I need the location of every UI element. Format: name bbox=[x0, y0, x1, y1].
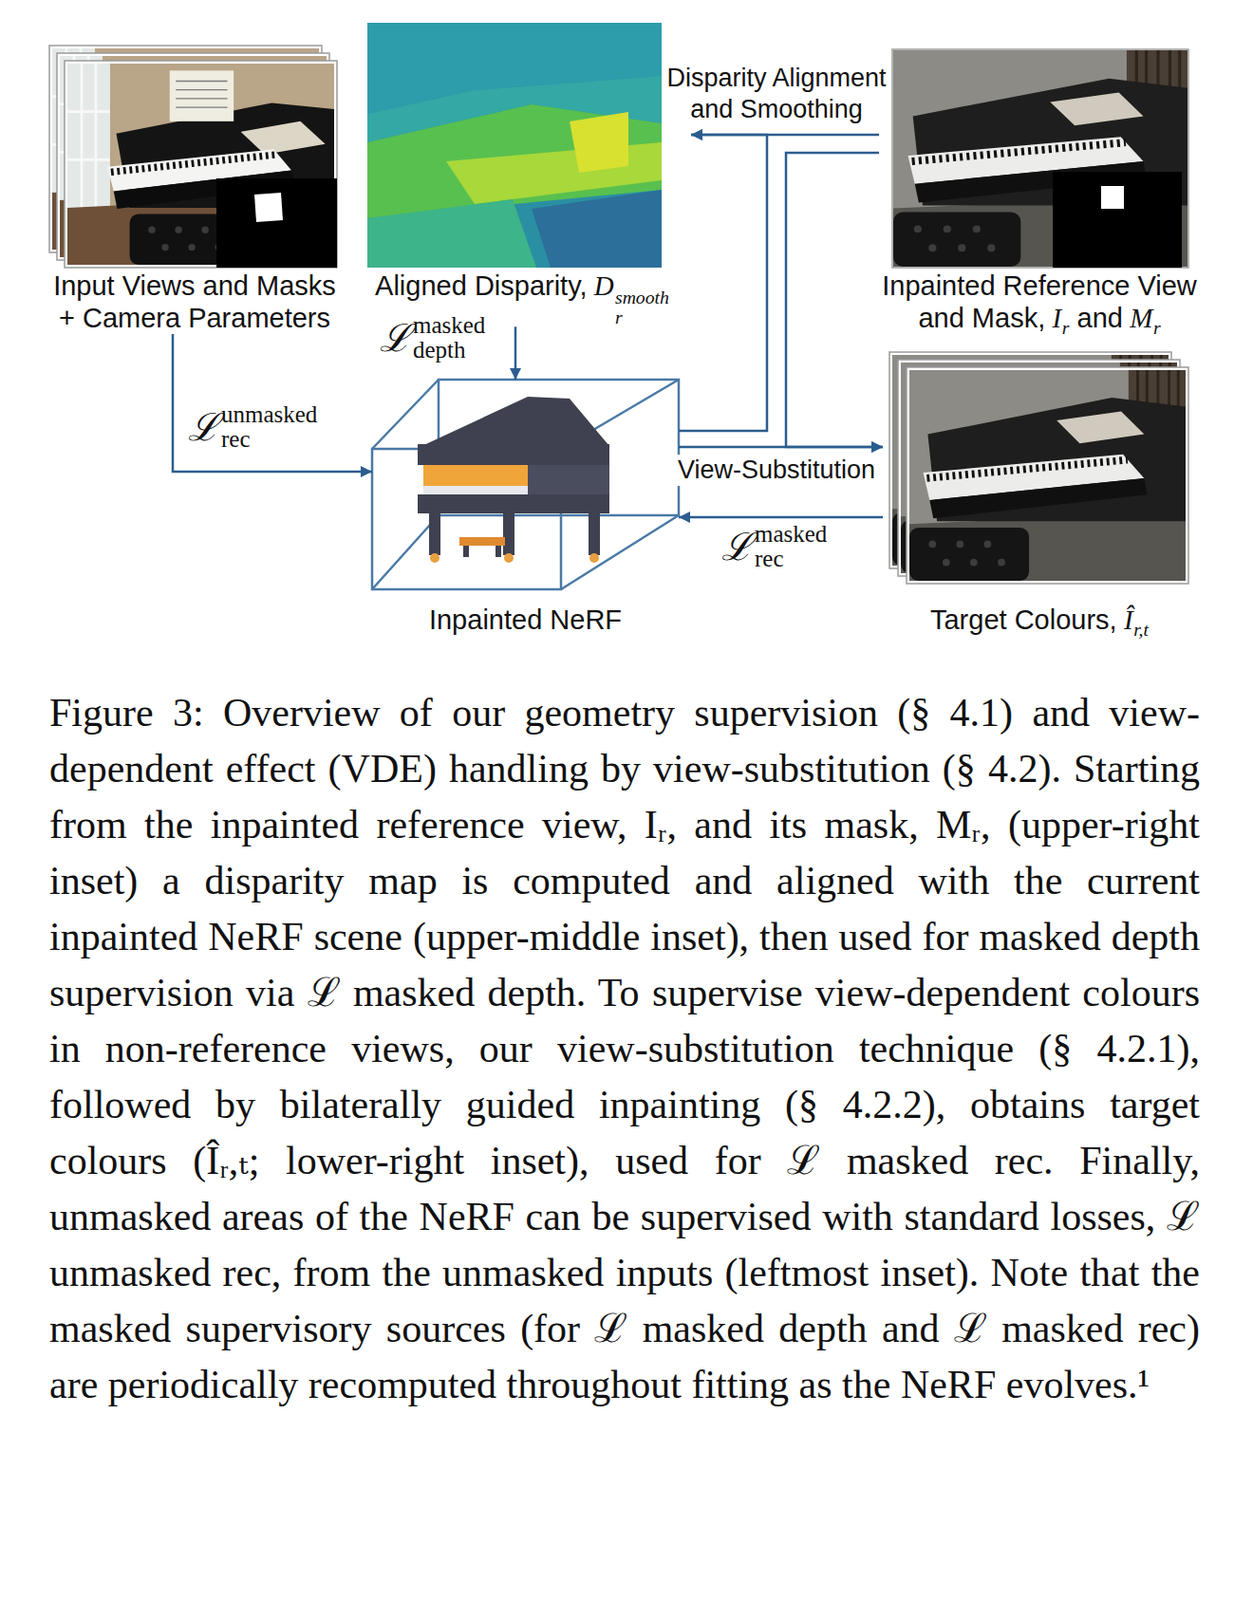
nerf-cube bbox=[372, 379, 679, 590]
photo-frame bbox=[906, 367, 1189, 584]
script-stack: maskeddepth bbox=[412, 313, 486, 364]
math-variable: Î bbox=[1123, 604, 1134, 636]
piano-leg bbox=[503, 513, 515, 556]
node-box: Inpainted NeRF bbox=[372, 379, 679, 636]
loss-label: ℒmaskeddepth bbox=[377, 313, 487, 364]
mask-region bbox=[1101, 186, 1124, 209]
math-variable: I bbox=[1051, 302, 1062, 334]
piano-leg bbox=[588, 513, 600, 556]
node-label: and bbox=[1077, 302, 1123, 334]
subscript: r bbox=[1153, 317, 1161, 338]
connector-arrow bbox=[678, 516, 883, 520]
loss-symbol: ℒ bbox=[721, 524, 753, 569]
key-cover bbox=[423, 465, 528, 487]
caption-text: Figure 3: Overview of our geometry super… bbox=[49, 691, 1200, 1407]
script-stack: unmaskedrec bbox=[221, 402, 318, 453]
node-box: Input Views and Masks + Camera Parameter… bbox=[47, 41, 342, 335]
bench-leg bbox=[495, 545, 502, 558]
cube-edges bbox=[372, 379, 679, 590]
subscript: r bbox=[615, 307, 670, 328]
connector-arrow bbox=[172, 334, 373, 472]
node-label: Input Views and Masks + Camera Parameter… bbox=[53, 270, 337, 334]
subscript: rec bbox=[754, 546, 827, 572]
edge-label: View-Substitution bbox=[666, 454, 887, 487]
subscript: r,t bbox=[1133, 618, 1149, 640]
reference-view bbox=[892, 49, 1189, 268]
connector-arrow bbox=[514, 326, 518, 380]
disparity-region bbox=[367, 199, 537, 268]
subscript: r bbox=[1062, 317, 1070, 338]
node-caption: Inpainted NeRF bbox=[372, 603, 679, 636]
piano-case bbox=[417, 494, 610, 514]
figure-caption: Figure 3: Overview of our geometry super… bbox=[49, 685, 1200, 1414]
piano-icon bbox=[417, 396, 610, 563]
mask-inset bbox=[216, 178, 337, 268]
photo-frame bbox=[892, 49, 1189, 268]
art-spacer bbox=[353, 18, 692, 270]
math-variable: M bbox=[1129, 302, 1153, 334]
subscript: rec bbox=[221, 427, 318, 452]
node-box: Inpainted Reference View and Mask,IrandM… bbox=[878, 41, 1200, 344]
piano-foot bbox=[589, 553, 599, 563]
subscript: depth bbox=[412, 337, 486, 363]
art-spacer bbox=[878, 41, 1200, 270]
piano-leg bbox=[429, 513, 441, 556]
node-caption: Target Colours,Îr,t bbox=[882, 603, 1197, 646]
loss-symbol: ℒ bbox=[187, 405, 220, 449]
art-spacer bbox=[47, 41, 342, 270]
art-spacer bbox=[372, 379, 679, 604]
superscript: masked bbox=[412, 313, 486, 338]
disparity-map bbox=[367, 22, 662, 268]
node-box: Aligned Disparity,Dsmoothr bbox=[353, 18, 692, 327]
loss-label: ℒunmaskedrec bbox=[186, 402, 319, 453]
piano-foot bbox=[504, 553, 514, 563]
script-stack: maskedrec bbox=[754, 522, 827, 573]
disparity-region bbox=[569, 112, 629, 173]
loss-symbol: ℒ bbox=[379, 316, 412, 360]
connector-arrow bbox=[678, 134, 767, 431]
edge-label: Disparity Alignment and Smoothing bbox=[661, 62, 892, 126]
node-caption: Inpainted Reference View and Mask,IrandM… bbox=[878, 269, 1200, 344]
loss-label: ℒmaskedrec bbox=[719, 522, 829, 573]
node-label: Target Colours, bbox=[930, 604, 1118, 636]
bench-leg bbox=[463, 545, 469, 558]
art-spacer bbox=[882, 347, 1197, 604]
piano-keys bbox=[423, 486, 528, 495]
piano-foot bbox=[430, 553, 440, 563]
node-label: Aligned Disparity, bbox=[374, 270, 588, 301]
mask-inset bbox=[1052, 171, 1182, 268]
disparity-base bbox=[367, 22, 662, 268]
piano-lid bbox=[417, 396, 610, 449]
photo-frame bbox=[64, 60, 337, 268]
mask-region bbox=[254, 192, 283, 223]
node-caption: Input Views and Masks + Camera Parameter… bbox=[47, 269, 342, 335]
piano-bench bbox=[459, 537, 505, 546]
node-box: Target Colours,Îr,t bbox=[882, 347, 1197, 646]
superscript: unmasked bbox=[221, 402, 318, 428]
connector-arrow bbox=[785, 152, 883, 448]
room-photo bbox=[893, 50, 1188, 267]
script-stack: smoothr bbox=[615, 287, 670, 327]
target-colour-stack bbox=[889, 352, 1189, 584]
piano-top bbox=[417, 444, 610, 466]
room-photo bbox=[909, 370, 1186, 581]
node-label: Inpainted NeRF bbox=[429, 604, 622, 636]
superscript: masked bbox=[754, 522, 827, 547]
piano-side bbox=[527, 465, 610, 495]
input-views-stack bbox=[49, 45, 337, 268]
superscript: smooth bbox=[615, 287, 670, 308]
disparity-region bbox=[531, 189, 662, 268]
math-variable: D bbox=[594, 270, 615, 301]
